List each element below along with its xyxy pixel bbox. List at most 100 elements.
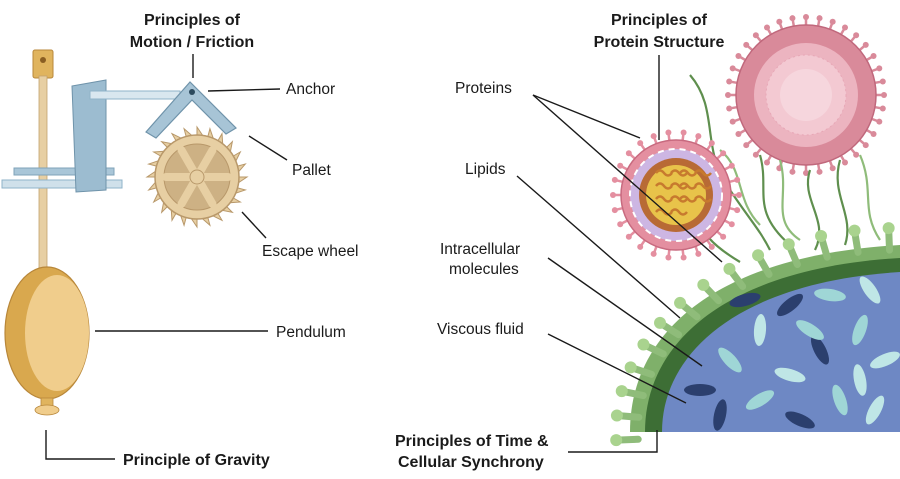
motion-friction-title-line1: Principles of	[144, 12, 241, 29]
escape-wheel	[145, 125, 249, 229]
virus-spike-head	[680, 254, 687, 261]
intracellular-molecule	[745, 390, 775, 410]
virus-spike-head	[764, 159, 770, 166]
membrane-protein-head	[624, 361, 637, 374]
rna-strand	[670, 208, 688, 216]
time-synchrony-title-line1: Principles of Time &	[395, 433, 549, 450]
virus-spike-head	[803, 14, 809, 20]
virus-spike-head	[726, 78, 733, 85]
virus-spike-head	[735, 53, 742, 59]
anchor-pivot	[189, 89, 195, 95]
intracellular-molecule	[753, 314, 767, 346]
intracellular-molecule	[684, 384, 716, 396]
pendulum-top-block	[32, 49, 54, 79]
intracellular-molecule	[810, 335, 830, 365]
pendulum-bob-face	[25, 275, 89, 391]
virus-spike-head	[803, 170, 809, 176]
intracellular-molecule	[853, 364, 867, 396]
membrane-proteins	[610, 222, 895, 447]
membrane-protein-head	[848, 224, 861, 237]
virus-spike-head	[729, 118, 736, 125]
virus-spike-head	[611, 207, 618, 214]
principle-of-gravity-label: Principle of Gravity	[123, 452, 270, 469]
virus-spike-head	[876, 118, 883, 125]
bracket	[71, 79, 107, 193]
virus-spike-head	[734, 176, 741, 183]
membrane-protein-head	[782, 238, 795, 251]
membrane-protein-head	[674, 296, 687, 309]
anchor-shape	[145, 81, 237, 139]
virus-spike-head	[680, 129, 687, 136]
cell-illustration	[610, 14, 900, 447]
right-labels: Principles of Protein Structure Proteins…	[395, 12, 724, 471]
virus-spike-head	[725, 92, 731, 98]
right-leader-lines	[516, 55, 723, 453]
left-leader-lines	[45, 54, 288, 460]
virus-spike-head	[789, 168, 796, 175]
intracellular-molecule	[865, 395, 885, 425]
virus-spike-head	[610, 192, 616, 198]
virus-spike-head	[789, 15, 796, 22]
virus-spike-head	[743, 41, 750, 48]
virus-spike-head	[764, 24, 770, 31]
virus-spike-head	[876, 65, 883, 72]
rna-strand	[679, 182, 697, 190]
virus-spike-head	[708, 243, 715, 250]
bracket-arm	[89, 90, 181, 100]
virus-spike-head	[829, 165, 836, 172]
virus-spike-head	[752, 32, 759, 39]
intracellular-molecule	[713, 399, 727, 431]
virus-spike-head	[853, 32, 860, 39]
intracellular-molecule	[785, 411, 815, 429]
virus-spike-head	[735, 131, 742, 137]
pendulum-rod	[38, 75, 48, 277]
virus-spike-head	[650, 250, 657, 257]
virus-spike-head	[879, 78, 886, 85]
virus-spike-head	[665, 129, 672, 136]
virus-spike-head	[862, 142, 869, 149]
anchor-label: Anchor	[286, 81, 335, 98]
virus-spike-head	[816, 15, 823, 22]
rna-strand	[655, 182, 673, 190]
cytoplasm	[662, 272, 900, 432]
virus-spike-head	[862, 41, 869, 48]
intracellular-molecule	[796, 320, 824, 340]
rna-strand	[670, 169, 688, 177]
intracellular-molecule	[852, 314, 868, 346]
protein-structure-title-line2: Protein Structure	[594, 34, 725, 51]
virus-spike-head	[734, 207, 741, 214]
virus-spike-head	[842, 24, 848, 31]
virus-spike-head	[625, 150, 632, 157]
virus-spike-head	[870, 131, 877, 137]
virus-spike-head	[720, 150, 727, 157]
virus-spike-head	[829, 18, 836, 25]
membrane-protein-head	[654, 316, 667, 329]
time-synchrony-title-line2: Cellular Synchrony	[398, 454, 544, 471]
virus-spike-head	[625, 233, 632, 240]
virus-spike-head	[695, 133, 702, 140]
protein-structure-title-line1: Principles of	[611, 12, 708, 29]
virus-spike-head	[637, 243, 644, 250]
rna-strand	[679, 169, 697, 177]
virus-spike-head	[881, 92, 887, 98]
virus-spike-head	[650, 133, 657, 140]
clock-mechanism	[1, 49, 249, 416]
rna-strand	[670, 182, 688, 190]
virus-spike-head	[842, 159, 848, 166]
virus-spike-head	[665, 254, 672, 261]
virus-spike-head	[743, 142, 750, 149]
intracellular-molecule	[870, 351, 900, 369]
intracellular-molecule	[859, 276, 881, 304]
rna-strand	[694, 182, 712, 190]
membrane-protein-head	[610, 409, 623, 422]
intracellular-molecules-label-line2: molecules	[449, 261, 519, 278]
virus-spike-head	[726, 105, 733, 112]
intracellular-molecules-label-line1: Intracellular	[440, 241, 520, 258]
motion-friction-title-line2: Motion / Friction	[130, 34, 254, 51]
intracellular-molecule	[814, 288, 846, 302]
virus-spike-head	[617, 221, 624, 228]
membrane-protein-head	[615, 385, 628, 398]
virus-spike-head	[752, 151, 759, 158]
rna-strand	[655, 208, 673, 216]
intracellular-molecules	[684, 276, 900, 431]
